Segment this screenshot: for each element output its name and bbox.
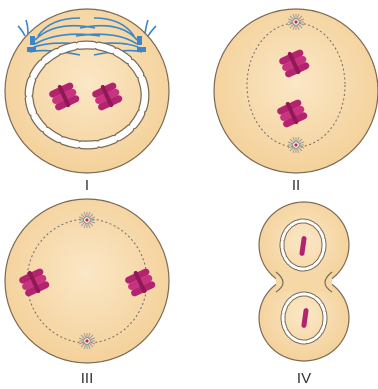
panel-4-label: IV: [297, 370, 311, 387]
panel-3: III: [5, 199, 169, 387]
centrosome-3-bottom: [79, 333, 95, 349]
centrosome-2-bottom: [288, 137, 304, 153]
centrosome-2-top: [288, 14, 304, 30]
panel-2: II: [214, 9, 378, 194]
centrosome-3-top: [79, 212, 95, 228]
panel-1: I: [5, 9, 169, 194]
panel-3-label: III: [81, 370, 94, 387]
panel-1-label: I: [85, 177, 89, 194]
panel-2-label: II: [292, 177, 300, 194]
panel-4: IV: [259, 202, 349, 387]
